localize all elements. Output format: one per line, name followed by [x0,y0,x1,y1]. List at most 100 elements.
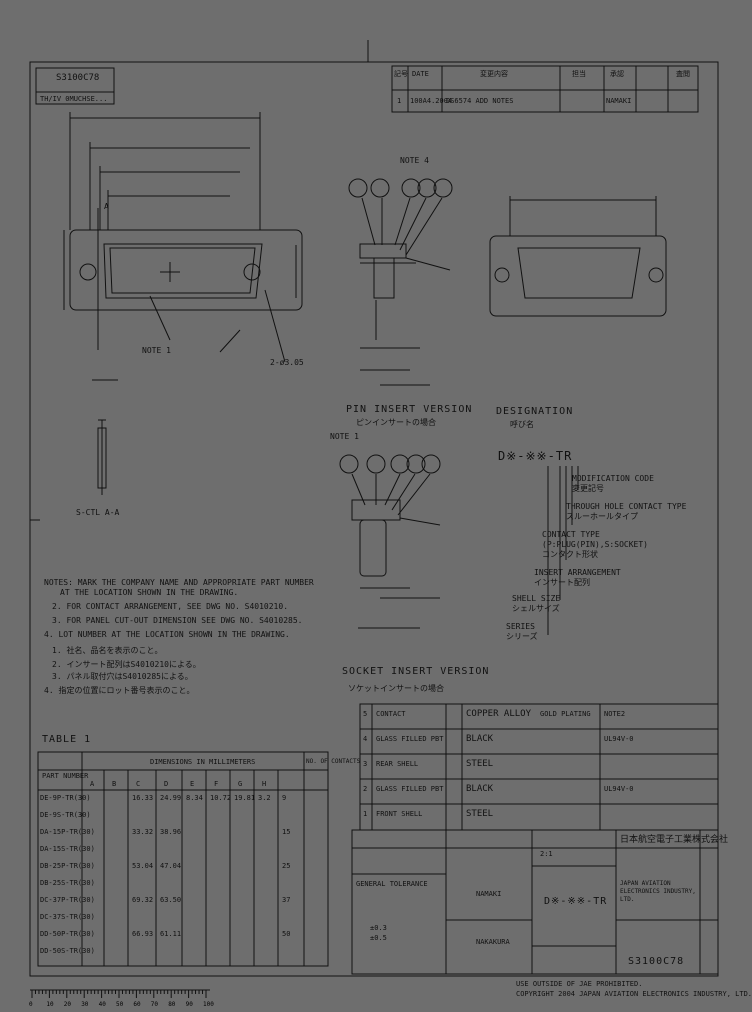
table1-col-a: A [90,780,95,788]
material-cell: STEEL [466,759,494,769]
tolerance-2: ±0.5 [370,934,387,942]
rev-approver: NAMAKI [606,97,632,105]
material-cell: STEEL [466,809,494,819]
table1-cell: 10.72 [210,794,232,802]
material-cell: 2 [363,785,368,793]
table1-cell: 19.81 [234,794,256,802]
socket-version-title: SOCKET INSERT VERSION [342,666,490,677]
table1-cell: 3.2 [258,794,271,802]
drawing-frame [29,40,719,991]
designation-part-9: インサート配列 [534,578,590,587]
table1-col-g: G [238,780,243,788]
table1-part-number: DB-25S-TR(30) [40,879,95,887]
note-tag-pin: NOTE 4 [400,156,429,165]
table1-cell: 24.99 [160,794,182,802]
rev-number: 1 [397,97,402,105]
designation-part-12: SERIES [506,622,535,631]
rev-date: 100A4.2004 [410,97,453,105]
ruler-label: 40 [99,1001,107,1008]
ruler-label: 20 [64,1001,72,1008]
rev-header-checked: 査閲 [676,70,690,78]
note-line-2: AT THE LOCATION SHOWN IN THE DRAWING. [60,588,239,597]
rev-header-desc: 変更内容 [480,70,508,78]
company-name-en: JAPAN AVIATION ELECTRONICS INDUSTRY, LTD… [620,880,696,903]
designation-part-2: 変更記号 [572,484,604,493]
table1-col-c: C [136,780,141,788]
designation-jp: 呼び名 [510,420,534,429]
ruler-label: 80 [168,1001,176,1008]
table1-part-number: DA-15P-TR(30) [40,828,95,836]
doc-number-sub: TH/IV 0MUCHSE... [40,95,108,103]
designation-part-10: SHELL SIZE [512,594,561,603]
drawn-by: NAKAKURA [476,938,510,946]
note1-label: NOTE 1 [142,346,171,355]
table1-col-e: E [190,780,195,788]
table1-part-header: PART NUMBER [42,772,89,780]
table1-col-h: H [262,780,267,788]
table1-col-d: D [164,780,169,788]
rev-header-drawn: 担当 [572,70,586,78]
material-cell: FRONT SHELL [376,810,423,818]
table1-contacts-header: NO. OF CONTACTS [306,758,361,765]
ruler-label: 100 [203,1001,214,1008]
note-line-6: 1. 社名、品名を表示のこと。 [52,646,163,655]
designation-part-4: スルーホールタイプ [566,512,638,521]
table1-cell: 66.93 [132,930,154,938]
note-line-3: 2. FOR CONTACT ARRANGEMENT, SEE DWG NO. … [52,602,289,611]
material-cell: CONTACT [376,710,406,718]
dwg-number: S3100C78 [628,956,685,967]
table1-cell: 37 [282,896,291,904]
designation-part-8: INSERT ARRANGEMENT [534,568,621,577]
table1-part-number: DD-50P-TR(30) [40,930,95,938]
note-line-9: 4. 指定の位置にロット番号表示のこと。 [44,686,195,695]
ruler-label: 70 [151,1001,159,1008]
material-cell: BLACK [466,734,494,744]
material-cell: GOLD PLATING [540,710,591,718]
ruler-label: 30 [81,1001,89,1008]
section-label: S-CTL A-A [76,508,120,517]
designation-code: D※-※※-TR [498,449,573,463]
designation-part-3: THROUGH HOLE CONTACT TYPE [566,502,687,511]
section-mark-a: A [104,202,109,211]
table1-cell: 50 [282,930,291,938]
pin-version-title: PIN INSERT VERSION [346,404,473,415]
designation-title: DESIGNATION [496,406,574,417]
material-cell: GLASS FILLED PBT [376,735,444,743]
note-line-8: 3. パネル取付穴はS4010285による。 [52,672,193,681]
table1-cell: 53.04 [132,862,154,870]
table1-col-f: F [214,780,219,788]
designation-part-6: (P:PLUG(PIN),S:SOCKET) [542,540,648,549]
designation-part-1: MODIFICATION CODE [572,474,654,483]
material-cell: 5 [363,710,368,718]
table1-part-number: DB-25P-TR(30) [40,862,95,870]
material-cell: 4 [363,735,368,743]
material-cell: UL94V-0 [604,735,634,743]
material-cell: GLASS FILLED PBT [376,785,444,793]
table1-cell: 15 [282,828,291,836]
socket-version-jp: ソケットインサートの場合 [348,684,444,693]
table1-cell: 16.33 [132,794,154,802]
table1-part-number: DD-50S-TR(30) [40,947,95,955]
ruler-label: 90 [186,1001,194,1008]
table1-col-b: B [112,780,117,788]
table1-cell: 25 [282,862,291,870]
material-cell: 3 [363,760,368,768]
table1-part-number: DE-9S-TR(30) [40,811,91,819]
pin-version-jp: ピンインサートの場合 [356,418,436,427]
scale-value: 2:1 [540,850,553,858]
material-cell: COPPER ALLOY [466,709,532,719]
designation-part-11: シェルサイズ [512,604,560,613]
designation-part-5: CONTACT TYPE [542,530,600,539]
table1-cell: 69.32 [132,896,154,904]
table1-cell: 63.50 [160,896,182,904]
rev-header-date: DATE [412,70,429,78]
table1-part-number: DC-37P-TR(30) [40,896,95,904]
note-line-7: 2. インサート配列はS4010210による。 [52,660,201,669]
note-tag-socket: NOTE 1 [330,432,359,441]
table1-part-number: DA-15S-TR(30) [40,845,95,853]
ruler-label: 10 [46,1001,54,1008]
ruler-label: 50 [116,1001,124,1008]
company-name-jp: 日本航空電子工業株式会社 [620,835,729,845]
material-cell: REAR SHELL [376,760,419,768]
